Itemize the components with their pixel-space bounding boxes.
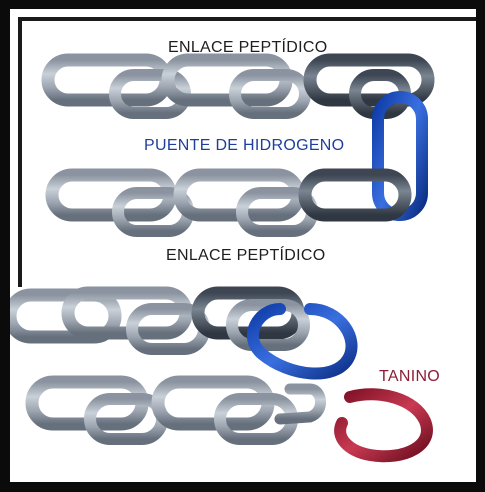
tannin-link xyxy=(334,388,433,463)
hydrogen-bridge-label: PUENTE DE HIDROGENO xyxy=(144,137,345,154)
inner-left-line xyxy=(18,17,22,287)
chain-bottom xyxy=(25,375,326,445)
peptide-bond-label-bottom: ENLACE PEPTÍDICO xyxy=(166,247,326,264)
chain-top-link xyxy=(303,53,435,107)
chain-bottom-end-link xyxy=(274,383,326,425)
peptide-bond-label-top: ENLACE PEPTÍDICO xyxy=(168,39,328,56)
inner-top-line xyxy=(18,17,476,21)
chain-top-link xyxy=(229,69,311,119)
chain-top xyxy=(41,53,435,119)
chain-illustration xyxy=(10,53,435,463)
open-blue-link xyxy=(246,303,358,380)
chain-lower-link xyxy=(226,299,310,351)
chain-middle xyxy=(45,168,412,237)
tannin-label: TANINO xyxy=(379,368,441,385)
chain-lower-link xyxy=(10,288,122,344)
chain-middle-link xyxy=(298,168,412,222)
